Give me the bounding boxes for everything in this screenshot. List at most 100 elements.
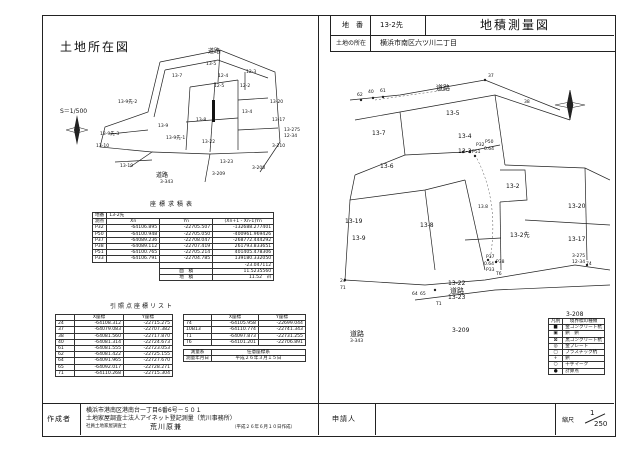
lot-label: 地 番: [342, 21, 363, 29]
loc-parcel-1: 13-5: [206, 62, 217, 67]
author-person-title: 社員土地家屋調査士: [86, 424, 127, 429]
coord-area-value: 11.5235560: [212, 267, 275, 276]
table-row: T6-64101.201-22706.891: [183, 338, 306, 347]
loc-parcel-14: 13-9先-1: [166, 136, 186, 141]
list-item: ●計算点: [547, 367, 605, 375]
footer-vline-2: [318, 403, 319, 435]
survey-map: [343, 78, 610, 301]
loc-road-label: 道路: [208, 48, 221, 55]
location-label: 土地の所在: [336, 40, 367, 47]
loc-parcel-3: 12-4: [218, 74, 229, 79]
author-label: 作成者: [47, 415, 71, 423]
list-item: +鋲: [547, 355, 605, 363]
survey-point-11: P33: [486, 268, 495, 273]
loc-parcel-7: 13-20: [270, 100, 284, 105]
survey-point-4: 37: [488, 74, 494, 79]
survey-point-18: 65: [420, 292, 426, 297]
survey-road-mid: 道路: [450, 287, 464, 295]
survey-road-north: 道路: [436, 84, 450, 92]
loc-parcel-20: 13-19: [120, 164, 134, 169]
loc-parcel-2: 13-7: [172, 74, 183, 79]
author-person-name: 荒川原兼: [150, 423, 182, 431]
survey-point-1: 62: [357, 93, 363, 98]
coord-plot-label: 地 積: [159, 274, 214, 282]
loc-parcel-6: 12-2: [240, 84, 251, 89]
survey-parcel-9: 13-9: [352, 235, 366, 242]
table-row: 24-64108.312-22715.275: [55, 320, 173, 328]
survey-parcel-7: 13-20: [568, 203, 586, 210]
survey-parcel-17: 3-209: [452, 327, 470, 334]
survey-point-16: 71: [340, 286, 346, 291]
ref-system-value: 任意座標系: [210, 348, 306, 357]
page-title: 地積測量図: [480, 18, 551, 32]
survey-parcel-15: 13-23: [448, 294, 466, 301]
survey-dim-1: 0.64: [484, 147, 495, 152]
survey-parcel-16: 3-208: [566, 311, 584, 318]
table-row: 40-64081.314-22724.673: [55, 338, 173, 347]
survey-point-9: P38: [496, 260, 505, 265]
location-map-title: 土地所在図: [60, 40, 131, 54]
loc-parcel-13: 13-9: [158, 124, 169, 129]
survey-point-13: T6: [496, 272, 502, 277]
loc-parcel-8: 13-9先-2: [118, 100, 138, 105]
table-row: P32-64106.895-22705.507-132688.277401: [91, 224, 275, 232]
survey-parcel-5: 13-6: [380, 163, 394, 170]
legend-title: 境界標の種類: [562, 317, 605, 326]
sheet-frame: [42, 15, 616, 437]
author-date: （平成２６年６月１０日作成）: [232, 425, 295, 430]
survey-road-south-no: 3-343: [350, 339, 364, 344]
loc-parcel-22: 3-208: [252, 166, 266, 171]
scale-label: 縮尺: [562, 417, 575, 424]
table-row: 38-64081.560-22717.870: [55, 332, 173, 340]
survey-dim-2: 0.64: [484, 262, 495, 267]
survey-parcel-3: 13-4: [458, 133, 472, 140]
loc-parcel-21: 3-209: [212, 172, 226, 177]
lot-value: 13-2先: [380, 21, 403, 29]
list-item: ◎金プレート: [547, 342, 605, 351]
footer-vline-1: [80, 403, 81, 435]
header-box: [330, 15, 615, 52]
ref-survey-label: 測量年月日: [183, 355, 212, 363]
loc-parcel-23: 13-10: [96, 144, 110, 149]
table-row: 10B13-64110.774-22741.343: [183, 326, 306, 334]
survey-parcel-13: 12-34: [572, 260, 586, 265]
header-vline-1: [370, 15, 371, 51]
loc-road-south-no: 3-343: [160, 180, 174, 185]
survey-parcel-8: 13-8: [420, 222, 434, 229]
legend-table: 凡例境界標の種類 ■金コンクリート杭 ▣鋲 鋲 ⊠黒コンクリート杭 ◎金プレート…: [547, 317, 605, 375]
legend-header: 凡例: [547, 317, 564, 326]
loc-parcel-12: 13-17: [272, 118, 286, 123]
location-map: [99, 49, 281, 183]
table-row: 64-64091.965-22727.670: [55, 357, 173, 365]
survey-parcel-18: 13-19: [345, 218, 363, 225]
compass-icon: [66, 115, 88, 145]
survey-point-5: 38: [524, 100, 530, 105]
ref-survey-value: 平成２６年３月１５日: [210, 355, 306, 363]
coord-plot-value: 11.52 ㎡: [212, 274, 275, 282]
footer-vline-3: [375, 403, 376, 435]
footer-top-border: [42, 403, 614, 404]
loc-parcel-10: 13-9先-3: [100, 132, 120, 137]
survey-point-12: 74: [586, 262, 592, 267]
scale-denominator: 250: [594, 420, 608, 428]
author-firm: 土地家屋調査士法人アイネット登記測量（荒川事務所）: [86, 415, 236, 422]
list-item: ○十字マーク: [547, 361, 605, 369]
loc-road-south: 道路: [156, 172, 169, 179]
survey-point-7: P50: [485, 140, 494, 145]
coord-table: 地番 13-2先 測点 Xn Yn (Xn+1 - Xn-1)Yn P32-64…: [91, 211, 275, 282]
table-row: P50-64100.948-22705.050-400961.969426: [91, 230, 275, 238]
survey-point-10: P51: [472, 150, 481, 155]
list-item: ⊠黒コンクリート杭: [547, 336, 605, 344]
survey-point-8: P37: [486, 255, 495, 260]
loc-parcel-19: 13-23: [220, 160, 234, 165]
loc-parcel-16: 13-22: [202, 140, 216, 145]
location-value: 横浜市南区六ツ川二丁目: [380, 39, 457, 47]
scale-numerator: 1: [590, 409, 595, 417]
header-vline-2: [425, 15, 426, 35]
survey-parcel-14: 13-22: [448, 280, 466, 287]
table-row: 71-64110.268-22715.304: [55, 369, 173, 378]
survey-point-2: 40: [368, 90, 374, 95]
loc-parcel-4: 12-3: [246, 70, 257, 75]
